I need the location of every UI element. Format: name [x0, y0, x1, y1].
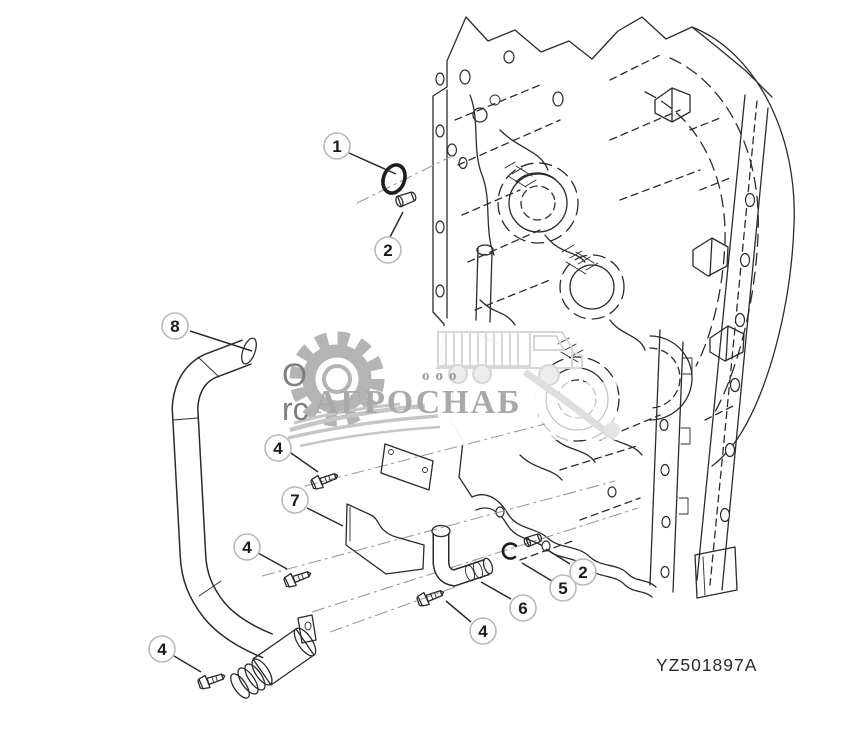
retaining-clip-part-5	[501, 542, 518, 560]
plug-fitting-part-2-bottom	[523, 533, 543, 548]
callout-4-mid[interactable]: 4	[233, 533, 261, 561]
callout-1[interactable]: 1	[323, 132, 351, 160]
svg-text:4: 4	[157, 640, 167, 659]
svg-text:2: 2	[383, 241, 392, 260]
plug-fitting-part-2-top	[395, 191, 417, 208]
bolt-part-4-bottom-center	[415, 585, 447, 609]
bolt-part-4-bottom-left	[196, 669, 228, 692]
bolt-part-4-mid	[282, 566, 314, 590]
oil-tube-part-8	[171, 337, 317, 699]
callout-4-upper[interactable]: 4	[264, 434, 292, 462]
callout-7[interactable]: 7	[281, 486, 309, 514]
swoosh-lines	[287, 402, 441, 448]
callout-8[interactable]: 8	[161, 312, 189, 340]
watermark-prefix: ooo	[422, 368, 463, 384]
background-text-line1: O	[282, 357, 307, 393]
svg-text:5: 5	[558, 579, 567, 598]
svg-text:6: 6	[518, 599, 527, 618]
callout-4-bottom-center[interactable]: 4	[469, 617, 497, 645]
svg-text:1: 1	[332, 137, 341, 156]
watermark-agrosnab: ooo АГРОСНАБ	[276, 326, 620, 448]
callout-2-top[interactable]: 2	[374, 236, 402, 264]
upper-cover-plate	[380, 443, 434, 491]
drawing-number: YZ501897A	[656, 655, 757, 675]
callout-6[interactable]: 6	[509, 594, 537, 622]
svg-text:4: 4	[242, 538, 252, 557]
svg-text:4: 4	[478, 622, 488, 641]
svg-text:7: 7	[290, 491, 299, 510]
transmission-case-drawing	[432, 16, 795, 599]
gear-logo-icon	[289, 331, 385, 427]
callouts: 1 2 8 4 7 4 4 4	[148, 132, 597, 663]
bracket-plate-part-7	[345, 503, 425, 575]
background-text-line2: rc	[282, 391, 309, 427]
svg-text:2: 2	[578, 563, 587, 582]
callout-leader-lines	[173, 152, 571, 673]
callout-4-bottom-left[interactable]: 4	[148, 635, 176, 663]
tractor-watermark-image	[436, 331, 620, 438]
exploded-parts	[171, 163, 543, 699]
svg-text:4: 4	[273, 439, 283, 458]
elbow-fitting-part-6	[431, 524, 494, 587]
bolt-part-4-upper	[309, 468, 341, 492]
watermark-company-name: АГРОСНАБ	[314, 384, 522, 421]
callout-5[interactable]: 5	[549, 574, 577, 602]
callout-2-bottom[interactable]: 2	[569, 558, 597, 586]
o-ring-part-1	[381, 163, 407, 195]
svg-text:8: 8	[170, 317, 179, 336]
hose-end-coupling	[230, 614, 317, 699]
